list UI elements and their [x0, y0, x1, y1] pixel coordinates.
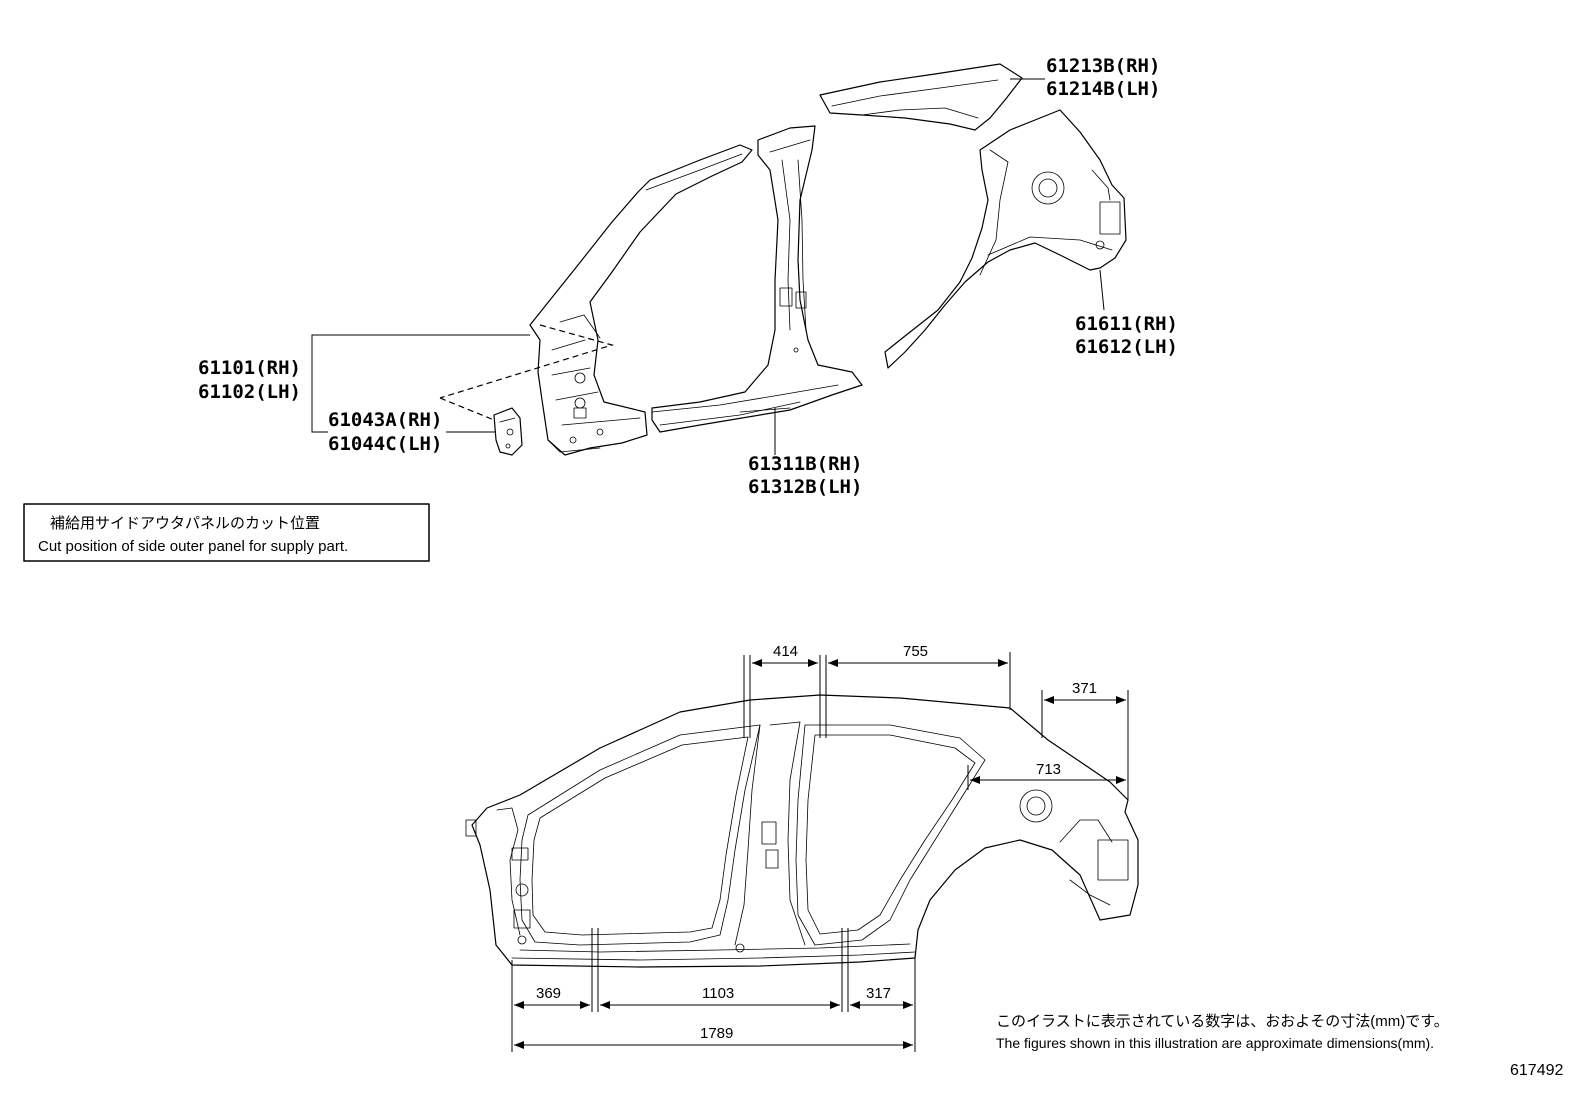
part-label-roof-rh: 61213B(RH) [1046, 55, 1160, 77]
legend-text-en: Cut position of side outer panel for sup… [38, 538, 348, 555]
cut-line-lower [439, 397, 495, 421]
part-label-front-pillar-lh: 61102(LH) [198, 381, 301, 403]
dim-369: 369 [536, 985, 561, 1002]
dim-371: 371 [1072, 680, 1097, 697]
part-label-bracket-lh: 61044C(LH) [328, 433, 442, 455]
cut-marks [511, 652, 1129, 1052]
dim-1103: 1103 [702, 985, 734, 1002]
footnote-jp: このイラストに表示されている数字は、おおよその寸法(mm)です。 [996, 1013, 1449, 1030]
bracket-piece [493, 407, 523, 456]
figure-id: 617492 [1510, 1062, 1563, 1079]
dim-317: 317 [866, 985, 891, 1002]
legend-box: 補給用サイドアウタパネルのカット位置 Cut position of side … [23, 503, 430, 562]
part-label-rocker-rh: 61311B(RH) [748, 453, 862, 475]
assembled-side-panel [465, 694, 1139, 968]
part-label-roof-lh: 61214B(LH) [1046, 78, 1160, 100]
dim-1789: 1789 [700, 1025, 733, 1042]
cut-line-upper [439, 324, 615, 399]
part-label-quarter-lh: 61612(LH) [1075, 336, 1178, 358]
footnote-en: The figures shown in this illustration a… [996, 1035, 1434, 1051]
legend-box-frame [23, 503, 430, 562]
dimension-lines [514, 659, 1126, 1049]
dim-414: 414 [773, 643, 798, 660]
part-label-bracket-rh: 61043A(RH) [328, 409, 442, 431]
part-label-quarter-rh: 61611(RH) [1075, 313, 1178, 335]
dim-755: 755 [903, 643, 928, 660]
legend-text-jp: 補給用サイドアウタパネルのカット位置 [50, 515, 320, 532]
part-label-rocker-lh: 61312B(LH) [748, 476, 862, 498]
leader-quarter [1099, 269, 1105, 311]
center-pillar-rocker-panel [651, 125, 863, 433]
roof-side-rail-panel [819, 63, 1023, 131]
dim-713: 713 [1036, 761, 1061, 778]
front-pillar-panel [529, 144, 753, 456]
leader-front-pillar [311, 334, 530, 433]
quarter-panel [884, 109, 1127, 369]
part-label-front-pillar-rh: 61101(RH) [198, 357, 301, 379]
